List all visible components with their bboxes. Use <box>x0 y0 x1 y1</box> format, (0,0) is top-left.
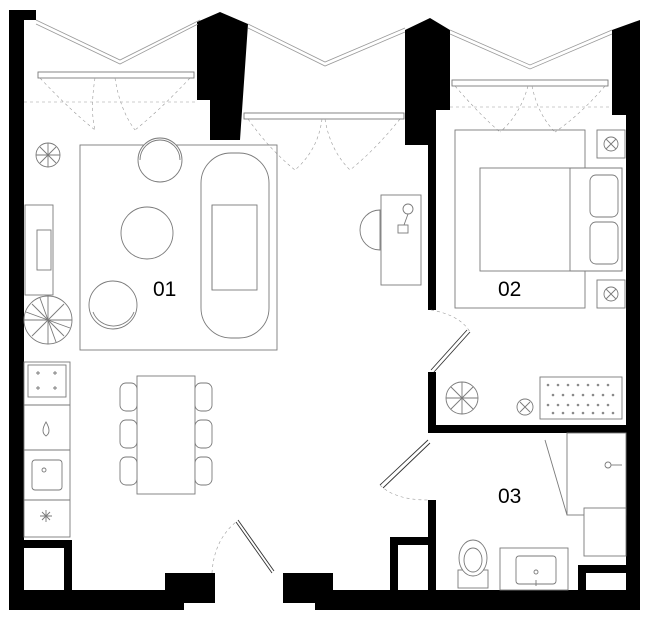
window-bay-2-inner <box>247 27 406 67</box>
armchair-bottom <box>88 280 138 330</box>
vanity <box>499 547 569 591</box>
room-label-01: 01 <box>153 278 176 301</box>
chair-r2 <box>194 419 213 449</box>
kitchen-tap <box>42 421 50 437</box>
window-frame-2 <box>243 112 405 120</box>
mat-pattern <box>546 383 615 415</box>
window-swing-2a <box>247 118 401 171</box>
kitchen-appliance <box>40 510 52 522</box>
room-label-02: 02 <box>498 278 521 301</box>
bedroom-pouf <box>516 398 534 416</box>
chair-l1 <box>119 382 138 412</box>
doors <box>211 309 471 574</box>
room-label-03: 03 <box>498 485 521 508</box>
windows <box>24 19 613 171</box>
chair-r1 <box>194 382 213 412</box>
window-swing-3a <box>454 85 606 133</box>
pillow-1 <box>589 174 619 218</box>
pier-left <box>197 12 248 140</box>
window-frame-3 <box>451 79 609 87</box>
coffee-table <box>120 206 174 260</box>
chair-l2 <box>119 419 138 449</box>
pier-middle <box>405 18 450 145</box>
pillow-2 <box>589 221 619 265</box>
desk-chair <box>359 209 381 251</box>
window-bay-1-inner <box>35 23 199 65</box>
closet-left-side <box>64 540 72 595</box>
plant-bottom <box>23 295 73 345</box>
wall-bottom-left <box>9 590 184 610</box>
shower <box>566 432 627 516</box>
walls <box>9 10 640 610</box>
bath-cabinet <box>583 507 627 557</box>
wall-bottom-right <box>315 590 640 610</box>
window-bay-2 <box>247 23 406 63</box>
plant-top <box>35 142 61 168</box>
partition-bedroom-vertical <box>428 110 436 310</box>
chair-l3 <box>119 456 138 486</box>
bath-closet-wall <box>578 565 628 573</box>
partition-bath-horizontal <box>428 425 628 433</box>
window-bay-3-inner <box>449 33 613 70</box>
bath-closet-side <box>578 565 586 595</box>
cooktop <box>27 364 67 398</box>
tv-unit <box>24 204 54 296</box>
bedroom <box>445 129 626 420</box>
window-bay-1 <box>35 19 201 61</box>
sofa <box>200 152 270 339</box>
window-frame-1 <box>37 71 195 79</box>
kitchen-sink <box>31 459 63 491</box>
wall-door-jamb-left <box>165 573 215 603</box>
partition-bath-stub <box>390 537 432 545</box>
bedroom-mat <box>539 376 623 420</box>
bathroom-door-leaf <box>379 439 429 486</box>
bedroom-door-leaf <box>433 331 471 373</box>
bathroom <box>457 432 627 591</box>
kitchen <box>23 361 71 538</box>
dining <box>119 375 213 495</box>
wall-left <box>9 10 36 595</box>
desk <box>380 194 422 286</box>
toilet <box>457 539 489 589</box>
armchair-top <box>137 137 183 183</box>
window-bay-3 <box>449 29 613 66</box>
closet-left-wall <box>24 540 72 548</box>
living-room <box>23 137 422 351</box>
entrance-door-leaf <box>235 521 273 574</box>
chair-r3 <box>194 456 213 486</box>
partition-bedroom-lower <box>428 372 436 432</box>
bed-headboard <box>569 167 623 272</box>
partition-bath-stub-side <box>390 537 398 595</box>
partition-bath-lower <box>428 500 436 595</box>
window-swing-1a <box>39 77 191 131</box>
wall-right <box>612 20 640 605</box>
bedroom-plant <box>445 381 479 415</box>
rug <box>79 144 278 351</box>
kitchen-counter <box>23 361 71 538</box>
dining-table <box>136 375 196 495</box>
